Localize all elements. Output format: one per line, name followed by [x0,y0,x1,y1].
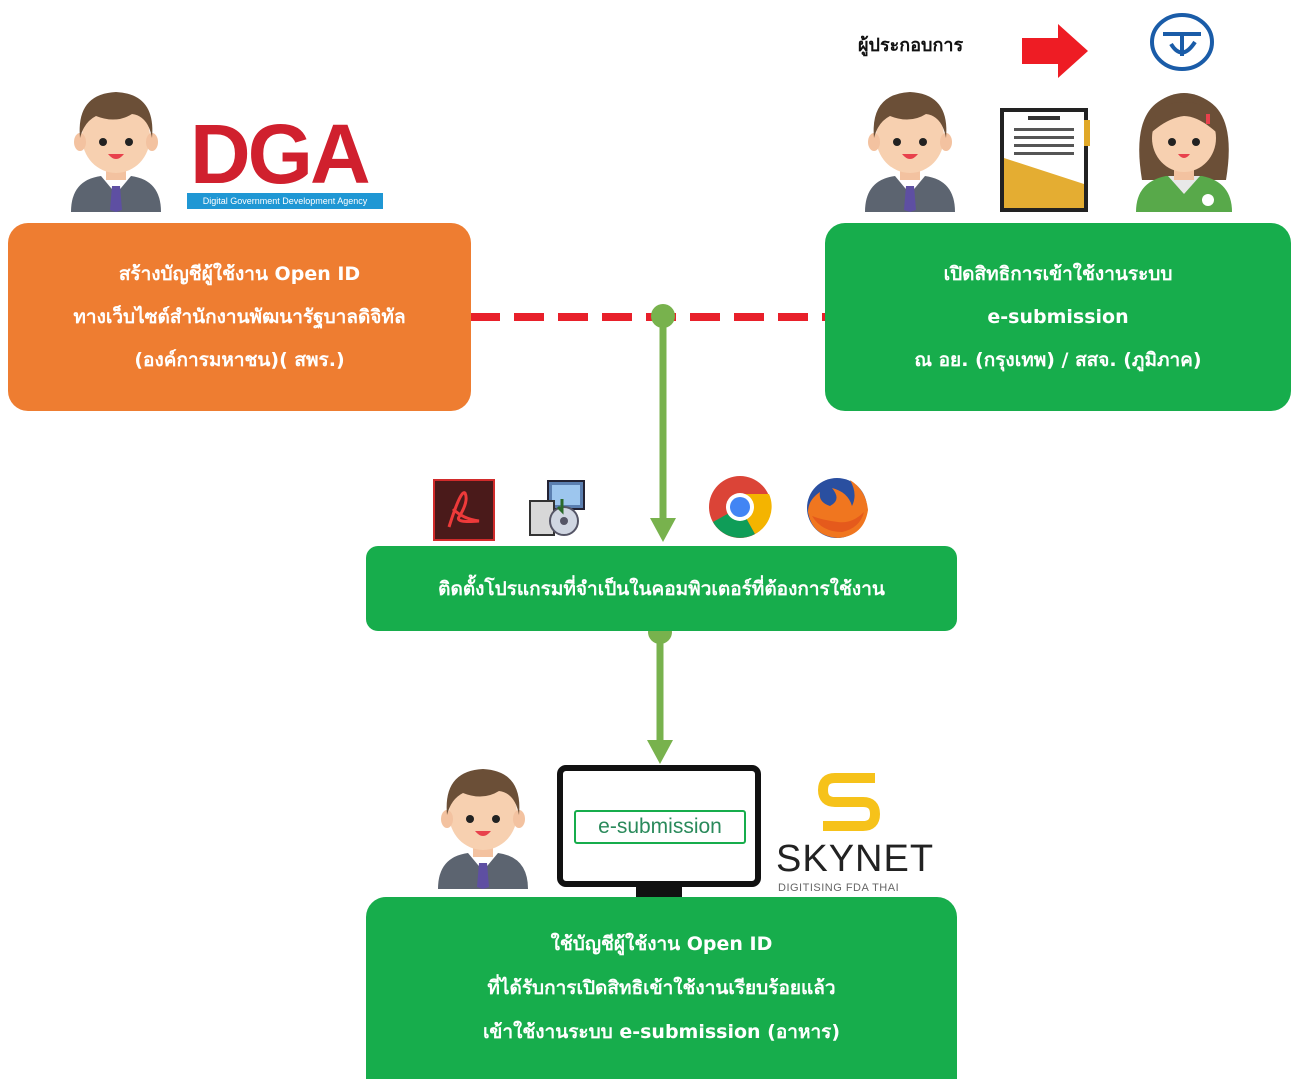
chrome-icon [709,476,772,538]
skynet-name: SKYNET [776,838,935,880]
dga-logo-subtitle: Digital Government Development Agency [187,193,383,209]
applicant-avatar-icon [865,92,955,212]
skynet-tagline: DIGITISING FDA THAI [778,882,900,894]
arrow-to-login-head [647,740,673,764]
create-account-line-3: (องค์การมหาชน)( สพร.) [134,348,345,371]
install-box: ติดตั้งโปรแกรมที่จำเป็นในคอมพิวเตอร์ที่ต… [366,546,957,631]
actor-label: ผู้ประกอบการ [858,35,964,56]
screen-label: e-submission [574,810,746,844]
arrow-to-install-head [650,518,676,542]
document-folder-icon [1000,108,1090,212]
skynet-logo-icon [817,773,881,831]
red-arrow-icon [1022,24,1088,78]
login-line-1: ใช้บัญชีผู้ใช้งาน Open ID [550,933,773,955]
grant-access-box: เปิดสิทธิการเข้าใช้งานระบบ e-submission … [825,223,1291,411]
grant-access-line-1: เปิดสิทธิการเข้าใช้งานระบบ [943,262,1173,285]
login-line-2: ที่ได้รับการเปิดสิทธิเข้าใช้งานเรียบร้อย… [487,977,836,999]
login-box: ใช้บัญชีผู้ใช้งาน Open ID ที่ได้รับการเป… [366,897,957,1079]
installer-icon [529,480,585,536]
dga-logo-text: DGA [190,107,371,201]
user-avatar-login-icon [438,769,528,889]
create-account-line-2: ทางเว็บไซต์สำนักงานพัฒนารัฐบาลดิจิทัล [73,305,406,328]
create-account-box: สร้างบัญชีผู้ใช้งาน Open ID ทางเว็บไซต์ส… [8,223,471,411]
adobe-reader-icon [433,479,495,541]
grant-access-line-2: e-submission [987,305,1129,328]
fda-logo-icon [1150,13,1214,71]
login-line-3: เข้าใช้งานระบบ e-submission (อาหาร) [482,1021,841,1043]
officer-avatar-icon [1136,93,1232,212]
install-line-1: ติดตั้งโปรแกรมที่จำเป็นในคอมพิวเตอร์ที่ต… [438,577,885,600]
firefox-icon [807,478,868,538]
create-account-line-1: สร้างบัญชีผู้ใช้งาน Open ID [118,262,361,285]
user-avatar-icon [71,92,161,212]
grant-access-line-3: ณ อย. (กรุงเทพ) / สสจ. (ภูมิภาค) [914,348,1202,371]
arrow-to-install-dot [651,304,675,328]
